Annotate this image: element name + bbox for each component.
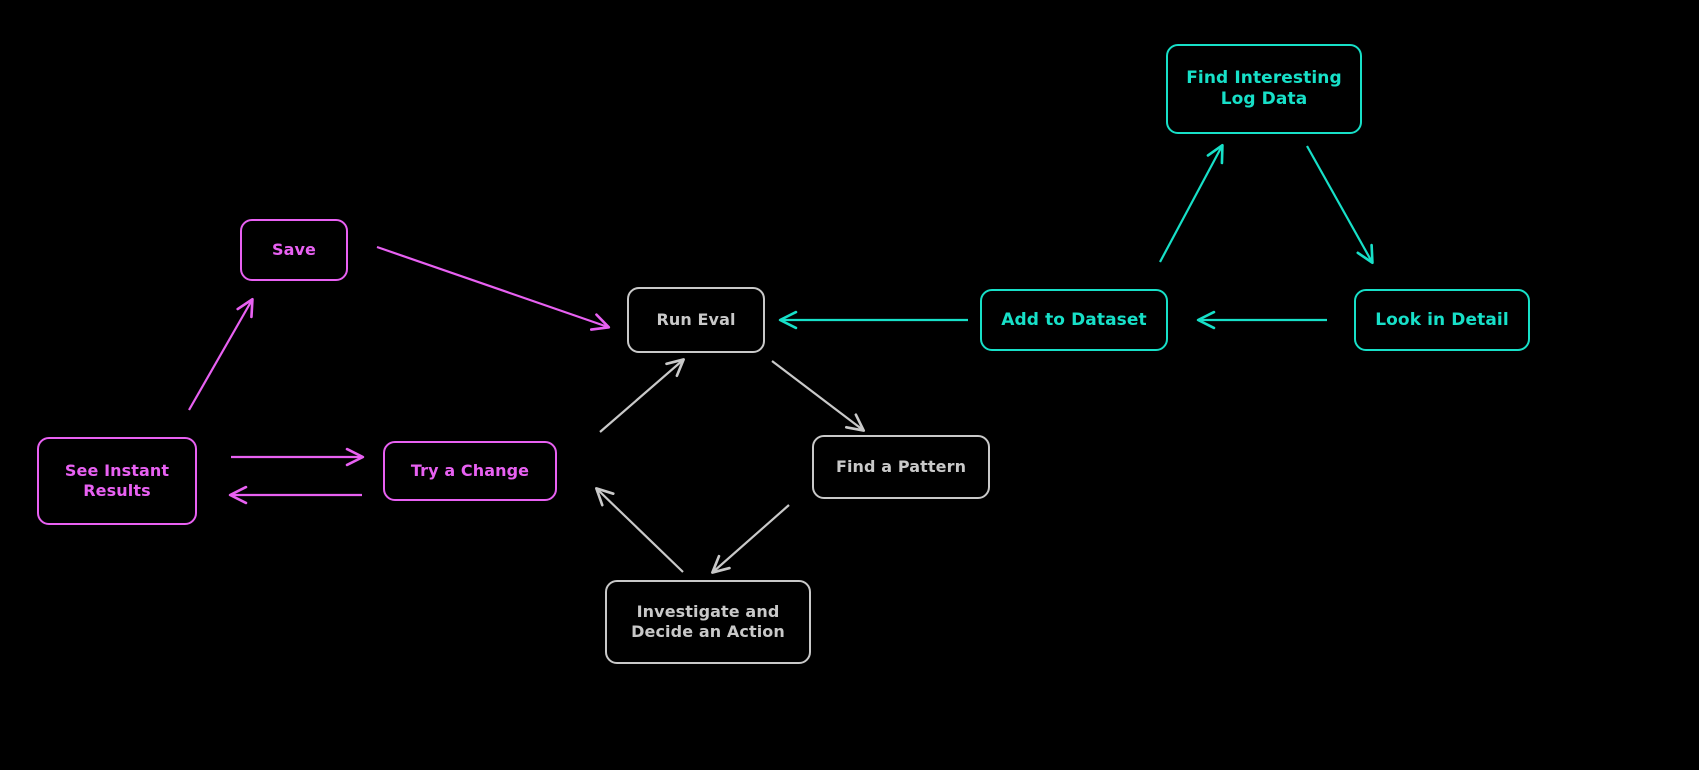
- edge-add-to-dataset-to-find-interesting-log-data: [1159, 143, 1224, 263]
- edge-find-interesting-log-data-to-look-in-detail: [1306, 145, 1374, 265]
- node-save[interactable]: Save: [240, 219, 348, 281]
- node-find-a-pattern[interactable]: Find a Pattern: [812, 435, 990, 499]
- node-add-to-dataset[interactable]: Add to Dataset: [980, 289, 1168, 351]
- node-investigate-and-decide-an-action[interactable]: Investigate and Decide an Action: [605, 580, 811, 664]
- node-find-interesting-log-data[interactable]: Find Interesting Log Data: [1166, 44, 1362, 134]
- edge-see-instant-results-to-save: [188, 297, 254, 411]
- edge-investigate-to-run-eval-lower: [595, 487, 684, 573]
- node-try-a-change[interactable]: Try a Change: [383, 441, 557, 501]
- edge-investigate-to-run-eval: [599, 358, 685, 433]
- edge-find-a-pattern-to-investigate: [711, 504, 790, 574]
- edge-save-to-run-eval: [376, 245, 611, 331]
- node-run-eval[interactable]: Run Eval: [627, 287, 765, 353]
- node-look-in-detail[interactable]: Look in Detail: [1354, 289, 1530, 351]
- node-see-instant-results[interactable]: See Instant Results: [37, 437, 197, 525]
- edge-run-eval-to-find-a-pattern: [771, 360, 866, 432]
